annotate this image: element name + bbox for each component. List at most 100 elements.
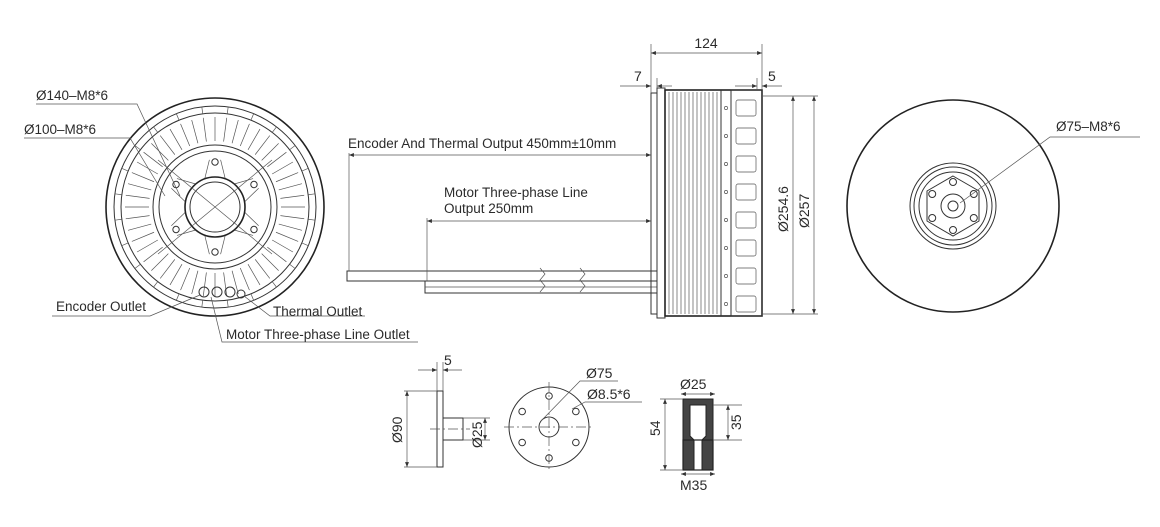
stator-inner-ring (152, 144, 278, 270)
fin-line (271, 239, 294, 253)
rear-bolt-hole (928, 190, 937, 198)
rotor-rivet (724, 218, 728, 222)
rotor-slots (724, 99, 757, 313)
rim-tick (289, 145, 296, 151)
mount-bolt (172, 225, 180, 234)
spider-arm-edge (244, 188, 259, 203)
rim-tick (201, 300, 204, 308)
rear-bolt-hole (928, 214, 937, 222)
motor-housing-side (664, 89, 763, 317)
center-bore (184, 176, 246, 238)
adapter-front-view: Ø75 Ø8.5*6 (504, 365, 642, 472)
fin-line (247, 128, 261, 151)
fin-line (127, 183, 152, 191)
rim-tick (301, 168, 309, 172)
shaft-section-view: Ø25 54 35 M35 (647, 376, 744, 493)
mount-bolt (250, 180, 258, 189)
rotor-rivet (724, 302, 728, 306)
shaft-base (682, 439, 714, 471)
encoder-leader (52, 294, 201, 317)
fin-line (169, 128, 183, 151)
adapter-dia25-label: Ø25 (469, 421, 485, 448)
encoder-cable (346, 270, 658, 282)
adapter-bolt-hole (545, 454, 553, 462)
rear-hex-hub (926, 175, 980, 237)
spider-arm-edge (234, 178, 254, 185)
rear-bolt-hole (969, 190, 978, 198)
mount-bolt (250, 225, 258, 234)
rim-tick (250, 293, 254, 301)
spider-arm-edge (234, 229, 254, 236)
shaft-dia25-label: Ø25 (680, 376, 707, 392)
mount-bolt (211, 248, 219, 256)
spider-arm-edge (171, 211, 186, 226)
shaft-m35-label: M35 (680, 477, 707, 493)
rotor-slot (735, 155, 757, 173)
rear-outer-rim (846, 99, 1060, 313)
adapter-bolt-holes (518, 392, 580, 462)
fin-line (136, 239, 159, 253)
motor-rim-inner (113, 105, 317, 309)
rim-tick (121, 242, 129, 246)
fin-line (223, 117, 228, 142)
callout-100-label: Ø100–M8*6 (24, 122, 96, 137)
adapter-bolt-hole (545, 392, 553, 400)
encoder-output-label: Encoder And Thermal Output 450mm±10mm (348, 136, 616, 151)
rotor-rivet (724, 190, 728, 194)
rim-tick (201, 106, 204, 114)
callout-leader-100 (24, 137, 166, 197)
dim-124-label: 124 (694, 35, 718, 51)
stator-ring (120, 112, 310, 302)
rotor-band (730, 89, 763, 317)
rim-tick (250, 113, 254, 121)
fin-line (131, 172, 155, 183)
rear-bolt-hole (949, 226, 957, 234)
thermal-outlet-hole (236, 289, 246, 299)
adapter-side-view: 5 Ø90 Ø25 (389, 352, 490, 468)
rotor-rivet (724, 162, 728, 166)
dim-257-label: Ø257 (796, 194, 812, 228)
rear-bolt-holes (928, 178, 978, 234)
fin-line (143, 151, 163, 168)
spider-arm-edge (171, 188, 186, 203)
fin-line (159, 259, 176, 279)
rim-tick (308, 218, 316, 221)
fin-line (247, 263, 261, 286)
callout-140-label: Ø140–M8*6 (36, 88, 108, 103)
fin-line (180, 267, 191, 291)
center-bore-inner (189, 181, 241, 233)
shaft-54-label: 54 (647, 420, 663, 436)
spider-arm-edge (244, 211, 259, 226)
fin-line (125, 194, 150, 199)
rear-shaft-center (947, 200, 959, 212)
rim-tick (134, 263, 141, 269)
rotor-rivet (724, 274, 728, 278)
rim-tick (176, 293, 180, 301)
rotor-slot (735, 295, 757, 313)
rotor-slot (735, 267, 757, 285)
rotor-rivet (724, 106, 728, 110)
spider-arm-edge (176, 178, 196, 185)
fin-line (271, 161, 294, 175)
fin-line (278, 183, 303, 191)
spider-arm-edge (220, 235, 226, 255)
mount-ring (158, 150, 272, 264)
adapter-bolt-hole (518, 438, 526, 447)
phase-leader (210, 296, 418, 343)
fin-line (275, 172, 299, 183)
adapter-dia90-label: Ø90 (389, 416, 405, 443)
rear-callout-label: Ø75–M8*6 (1056, 119, 1121, 134)
rim-tick (121, 168, 129, 172)
rear-bolt-hole (949, 178, 957, 186)
cable-break-marks (539, 267, 586, 293)
fin-line (239, 267, 250, 291)
rim-tick (226, 300, 229, 308)
thermal-outlet-label: Thermal Outlet (273, 304, 363, 319)
holes-leader (571, 401, 642, 410)
phase-output-label-1: Motor Three-phase Line (444, 185, 588, 200)
rim-tick (114, 218, 122, 221)
shaft-35-label: 35 (728, 414, 744, 430)
rear-view: Ø75–M8*6 (846, 99, 1140, 313)
